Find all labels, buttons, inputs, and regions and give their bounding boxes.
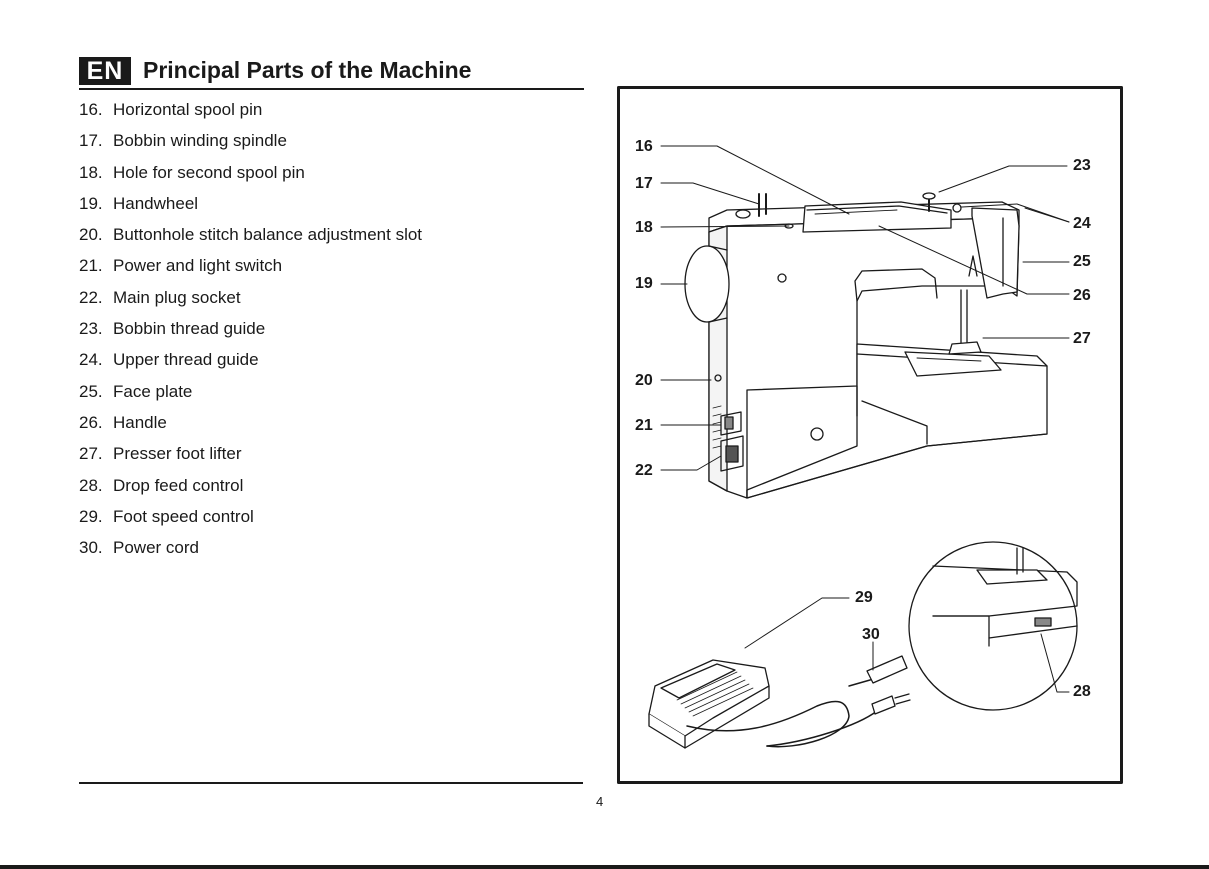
machine-diagram: 16 17 18 19 20 21 22 23 24 25 26 27 28 2… (617, 86, 1123, 784)
item-label: Bobbin winding spindle (113, 131, 287, 151)
list-item: 29. Foot speed control (79, 506, 422, 537)
item-number: 20. (79, 225, 103, 245)
page-title: Principal Parts of the Machine (143, 57, 472, 83)
machine-illustration (617, 86, 1123, 784)
item-label: Handle (113, 412, 167, 432)
figure-frame (617, 86, 1123, 784)
item-label: Horizontal spool pin (113, 100, 263, 119)
callout-17: 17 (635, 175, 653, 192)
foot-pedal-drawing (648, 655, 911, 749)
list-item: 24. Upper thread guide (79, 349, 422, 380)
item-number: 19. (79, 193, 103, 213)
item-number: 24. (79, 350, 103, 370)
list-item: 25. Face plate (79, 381, 422, 412)
callout-27: 27 (1073, 330, 1091, 347)
callout-21: 21 (635, 417, 653, 434)
callout-30: 30 (862, 626, 880, 643)
callout-25: 25 (1073, 253, 1091, 270)
item-number: 27. (79, 444, 103, 464)
item-label: Presser foot lifter (113, 444, 242, 464)
list-item: 30. Power cord (79, 537, 422, 568)
sewing-machine-drawing (684, 192, 1048, 499)
item-number: 18. (79, 162, 103, 182)
list-item: 27. Presser foot lifter (79, 443, 422, 474)
callout-29: 29 (855, 589, 873, 606)
item-number: 21. (79, 256, 103, 276)
item-number: 17. (79, 131, 103, 151)
item-number: 28. (79, 475, 103, 495)
item-label: Hole for second spool pin (113, 162, 305, 182)
callout-19: 19 (635, 275, 653, 292)
callout-18: 18 (635, 219, 653, 236)
footer-rule (79, 782, 583, 784)
item-label: Bobbin thread guide (113, 319, 266, 339)
item-number: 30. (79, 538, 103, 558)
item-label: Foot speed control (113, 506, 254, 526)
callout-24: 24 (1073, 215, 1091, 232)
page-number: 4 (596, 794, 604, 809)
list-item: 17. Bobbin winding spindle (79, 130, 422, 161)
item-number: 22. (79, 287, 103, 307)
item-label: Drop feed control (113, 475, 244, 495)
list-item: 26. Handle (79, 412, 422, 443)
callout-22: 22 (635, 462, 653, 479)
item-label: Main plug socket (113, 287, 241, 307)
callout-20: 20 (635, 372, 653, 389)
bottom-border (0, 865, 1209, 869)
item-number: 29. (79, 506, 103, 526)
callout-26: 26 (1073, 287, 1091, 304)
item-label: Power and light switch (113, 256, 283, 276)
language-badge: EN (79, 57, 131, 85)
callout-28: 28 (1073, 683, 1091, 700)
callout-23: 23 (1073, 157, 1091, 174)
item-number: 23. (79, 319, 103, 339)
list-item: 19. Handwheel (79, 193, 422, 224)
list-item: 28. Drop feed control (79, 475, 422, 506)
item-label: Face plate (113, 381, 193, 401)
item-label: Upper thread guide (113, 350, 259, 370)
list-item: 21. Power and light switch (79, 255, 422, 286)
item-number: 26. (79, 412, 103, 432)
list-item: 20. Buttonhole stitch balance adjustment … (79, 224, 422, 255)
parts-list: 16. Horizontal spool pin 17. Bobbin windin… (79, 99, 422, 568)
callout-16: 16 (635, 138, 653, 155)
list-item: 22. Main plug socket (79, 287, 422, 318)
list-item: 18. Hole for second spool pin (79, 162, 422, 193)
item-number: 16. (79, 100, 103, 119)
callout-leaders (660, 145, 1070, 693)
section-header: EN Principal Parts of the Machine (79, 56, 584, 90)
drop-feed-inset (908, 541, 1078, 711)
item-label: Power cord (113, 538, 199, 558)
item-label: Buttonhole stitch balance adjustment slo… (113, 225, 423, 245)
item-number: 25. (79, 381, 103, 401)
item-label: Handwheel (113, 193, 199, 213)
list-item: 23. Bobbin thread guide (79, 318, 422, 349)
list-item: 16. Horizontal spool pin (79, 99, 422, 130)
